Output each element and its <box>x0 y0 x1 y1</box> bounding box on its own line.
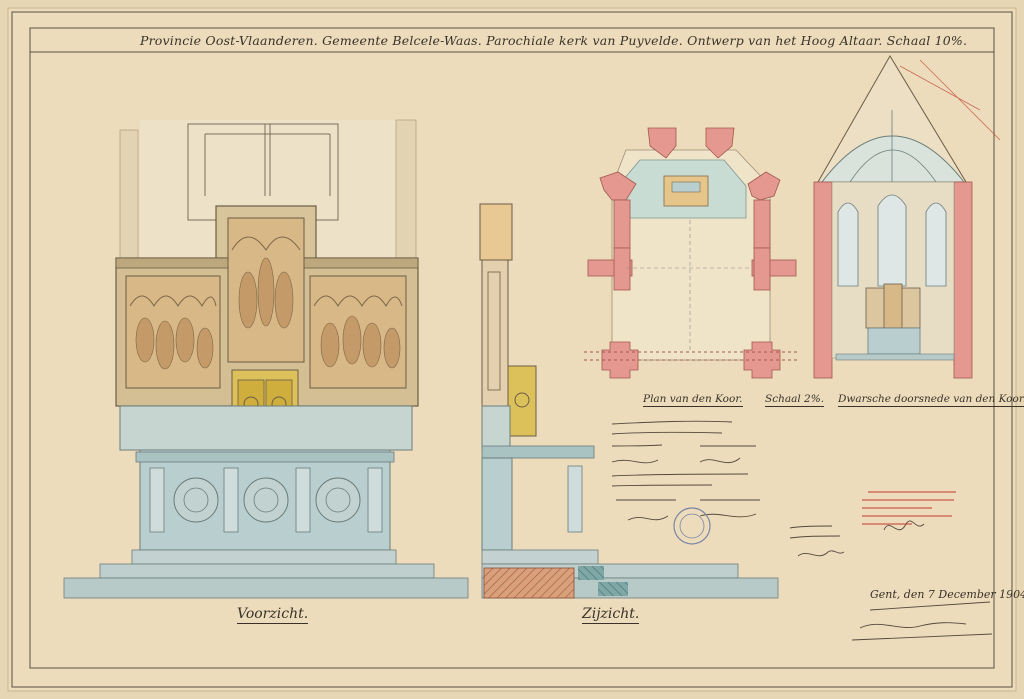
front-view-label: Voorzicht. <box>237 606 309 624</box>
frame-border <box>11 11 1013 688</box>
section-label: Dwarsche doorsnede van den Koor. <box>838 393 1024 407</box>
scale-label: Schaal 2%. <box>765 393 825 407</box>
front-elevation <box>63 119 469 599</box>
choir-section <box>813 55 1001 379</box>
date-text: Gent, den 7 December 1904. <box>870 588 1024 601</box>
round-seal <box>673 507 711 545</box>
drawing-title: Provincie Oost-Vlaanderen. Gemeente Belc… <box>140 33 968 48</box>
stamp-red <box>862 491 956 525</box>
side-view-label: Zijzicht. <box>582 606 640 624</box>
choir-plan <box>584 127 800 379</box>
plan-label: Plan van den Koor. <box>643 393 743 407</box>
side-elevation <box>479 203 779 599</box>
handwritten-notes <box>611 420 993 641</box>
